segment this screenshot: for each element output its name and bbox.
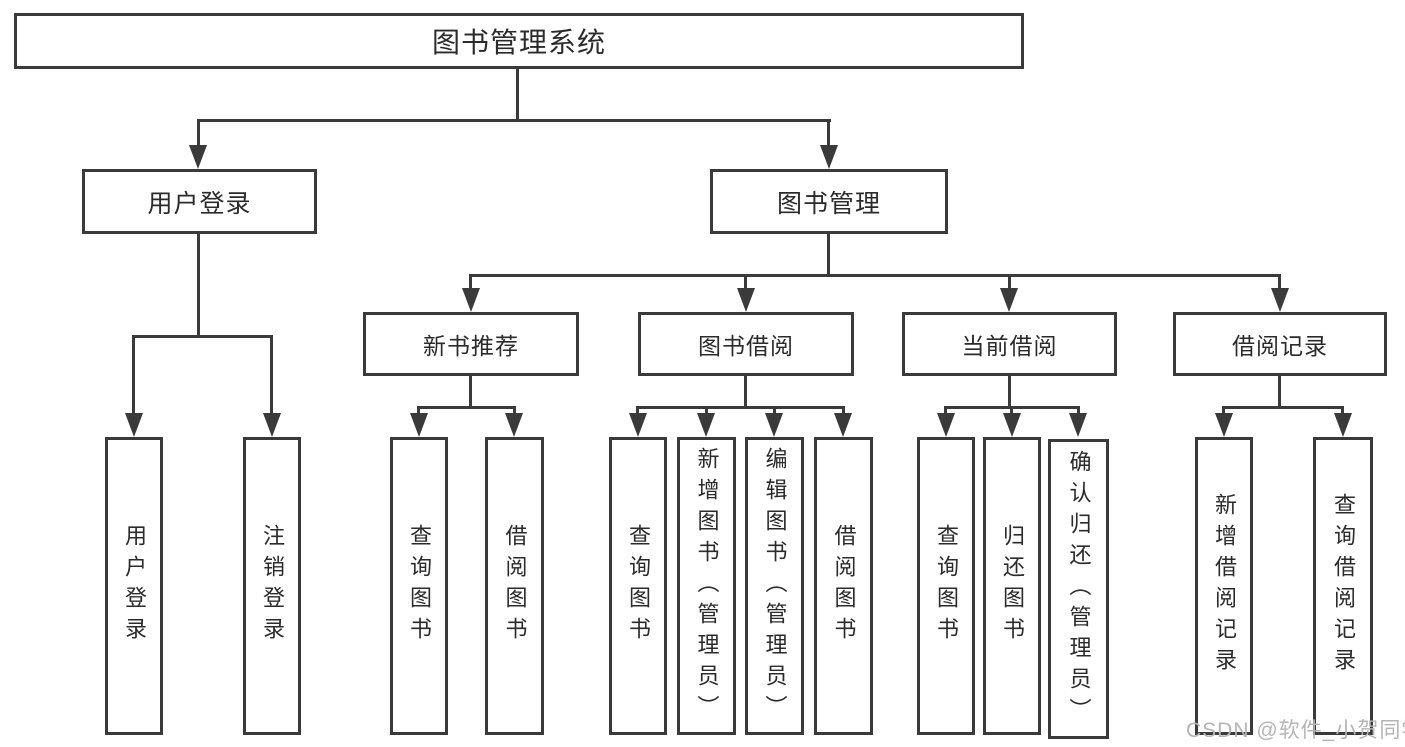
connector-vline	[1278, 274, 1281, 294]
arrow-down-icon	[505, 413, 523, 437]
node-label: 借阅记录	[1232, 333, 1328, 359]
node-new-book-recommend: 新书推荐	[363, 312, 579, 376]
arrow-down-icon	[1069, 413, 1087, 437]
leaf-query-books-recommend: 查询图书	[390, 437, 448, 735]
node-current-borrowing: 当前借阅	[902, 312, 1117, 376]
leaf-label: 新增借阅记录	[1212, 493, 1237, 679]
node-label: 图书管理	[776, 189, 881, 218]
leaf-add-book-admin: 新增图书（管理员）	[677, 437, 736, 735]
arrow-down-icon	[765, 413, 783, 437]
node-user-login: 用户登录	[82, 169, 317, 234]
connector-hline	[636, 406, 845, 409]
connector-vline	[197, 234, 200, 337]
arrow-down-icon	[410, 413, 428, 437]
leaf-label: 归还图书	[1000, 524, 1025, 648]
node-label: 用户登录	[147, 189, 252, 218]
arrow-down-icon	[834, 413, 852, 437]
arrow-down-icon	[1334, 413, 1352, 437]
leaf-query-books-borrowing: 查询图书	[609, 437, 667, 735]
arrow-down-icon	[1000, 288, 1018, 312]
connector-hline	[417, 406, 516, 409]
connector-vline	[469, 376, 472, 407]
connector-vline	[516, 68, 519, 121]
node-book-management: 图书管理	[710, 169, 948, 234]
node-label: 新书推荐	[423, 333, 519, 359]
leaf-user-login: 用户登录	[105, 437, 163, 735]
leaf-confirm-return-admin: 确认归还（管理员）	[1048, 439, 1109, 739]
leaf-edit-book-admin: 编辑图书（管理员）	[745, 437, 804, 735]
connector-vline	[1278, 376, 1281, 407]
leaf-label: 新增图书（管理员）	[694, 446, 720, 726]
connector-vline	[1008, 376, 1011, 407]
arrow-down-icon	[697, 413, 715, 437]
leaf-add-borrow-record: 新增借阅记录	[1195, 437, 1253, 735]
connector-hline	[469, 274, 1281, 277]
node-label: 图书借阅	[698, 333, 794, 359]
connector-vline	[827, 234, 830, 276]
node-root: 图书管理系统	[14, 13, 1024, 69]
leaf-label: 查询图书	[407, 524, 432, 648]
connector-vline	[744, 376, 747, 407]
leaf-label: 编辑图书（管理员）	[762, 446, 788, 726]
connector-hline	[197, 119, 831, 122]
leaf-borrow-books: 借阅图书	[814, 437, 873, 735]
connector-vline	[827, 119, 830, 151]
leaf-label: 查询图书	[626, 524, 651, 648]
arrow-down-icon	[125, 413, 143, 437]
connector-vline	[132, 335, 135, 419]
arrow-down-icon	[1271, 288, 1289, 312]
arrow-down-icon	[462, 288, 480, 312]
leaf-query-books-current: 查询图书	[917, 437, 975, 735]
arrow-down-icon	[937, 413, 955, 437]
node-book-borrowing: 图书借阅	[638, 312, 854, 376]
connector-vline	[197, 119, 200, 151]
watermark-text: CSDN @软件_小贺同学	[1186, 719, 1405, 742]
arrow-down-icon	[737, 288, 755, 312]
leaf-label: 查询图书	[934, 524, 959, 648]
node-root-label: 图书管理系统	[431, 27, 606, 58]
leaf-query-borrow-record: 查询借阅记录	[1313, 437, 1373, 735]
connector-vline	[744, 274, 747, 294]
arrow-down-icon	[1003, 413, 1021, 437]
leaf-logout: 注销登录	[243, 437, 301, 735]
leaf-label: 查询借阅记录	[1331, 493, 1356, 679]
leaf-label: 借阅图书	[831, 524, 857, 648]
connector-vline	[270, 335, 273, 419]
node-borrowing-records: 借阅记录	[1173, 312, 1387, 376]
leaf-label: 借阅图书	[502, 524, 528, 648]
arrow-down-icon	[189, 145, 207, 169]
connector-vline	[1008, 274, 1011, 294]
connector-vline	[469, 274, 472, 294]
node-label: 当前借阅	[961, 333, 1058, 359]
connector-hline	[1222, 406, 1344, 409]
arrow-down-icon	[820, 145, 838, 169]
leaf-borrow-books-recommend: 借阅图书	[485, 437, 544, 735]
connector-hline	[132, 335, 273, 338]
leaf-label: 注销登录	[260, 524, 285, 648]
arrow-down-icon	[1215, 413, 1233, 437]
leaf-return-book: 归还图书	[983, 437, 1041, 735]
leaf-label: 确认归还（管理员）	[1066, 449, 1092, 729]
arrow-down-icon	[629, 413, 647, 437]
leaf-label: 用户登录	[122, 524, 147, 648]
arrow-down-icon	[263, 413, 281, 437]
